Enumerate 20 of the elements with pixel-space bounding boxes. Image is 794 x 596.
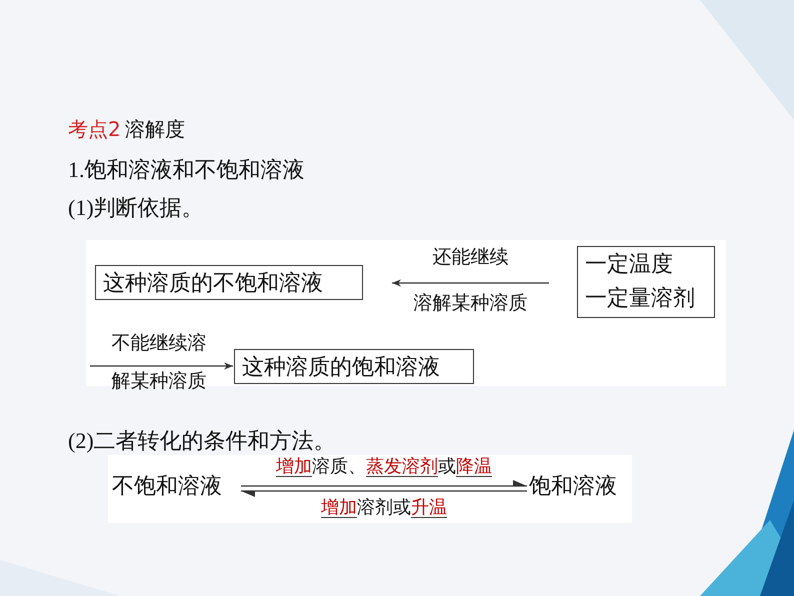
section-number: 考点2 xyxy=(68,116,121,143)
solution-box: 这种溶质的不饱和溶液 xyxy=(95,265,363,300)
arrow xyxy=(392,279,549,287)
solution-box: 这种溶质的饱和溶液 xyxy=(234,349,474,384)
solution-label: 饱和溶液 xyxy=(529,471,629,503)
edge-label: 不能继续溶 xyxy=(110,332,208,356)
arrow xyxy=(241,480,527,487)
arrow xyxy=(241,490,527,497)
condition-box: 一定温度 一定量溶剂 xyxy=(577,246,715,318)
edge-label: 还能继续 xyxy=(432,246,510,270)
section-heading: 溶解度 xyxy=(125,116,185,143)
condition-text: 解某种溶质 xyxy=(110,370,208,394)
subheading: (1)判断依据。 xyxy=(68,194,204,222)
solution-label: 不饱和溶液 xyxy=(112,471,238,503)
subheading: (2)二者转化的条件和方法。 xyxy=(68,427,336,455)
subheading: 1.饱和溶液和不饱和溶液 xyxy=(68,156,304,184)
arrow xyxy=(90,362,233,370)
condition-text: 溶解某种溶质 xyxy=(412,292,528,316)
edge-label: 增加溶质、蒸发溶剂或降温 xyxy=(275,455,493,478)
edge-label: 增加溶剂或升温 xyxy=(320,496,448,519)
